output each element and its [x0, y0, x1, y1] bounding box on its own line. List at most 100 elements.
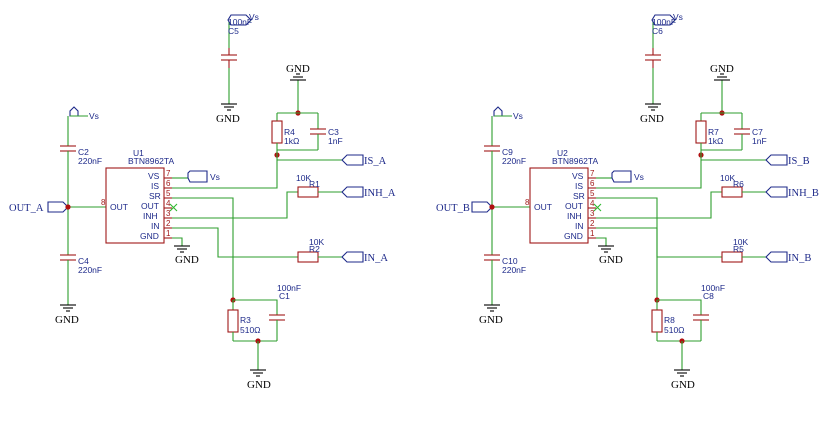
gnd-label-sr: GND — [247, 379, 271, 391]
u1-pin-sr: SR — [149, 191, 161, 201]
u2-pin-is: IS — [575, 181, 583, 191]
c10-capacitor[interactable] — [484, 254, 500, 305]
pin-3-num: 3 — [166, 209, 171, 218]
pin-6-num: 6 — [166, 179, 171, 188]
c2-ref: C2 — [78, 147, 89, 157]
c2-value: 220nF — [78, 156, 102, 166]
gnd-label-c5: GND — [216, 113, 240, 125]
gnd-label-sr: GND — [671, 379, 695, 391]
u2-pin-gnd: GND — [564, 231, 583, 241]
inh-port-label: INH_A — [364, 188, 396, 199]
in-net-port-icon[interactable] — [765, 251, 788, 263]
u2-pin-in: IN — [575, 221, 584, 231]
u2-pin-out: OUT — [565, 201, 583, 211]
u2-pin-out-left: OUT — [534, 202, 552, 212]
r1-ref: R1 — [309, 179, 320, 189]
gnd-label-u1: GND — [175, 254, 199, 266]
r3-value: 510Ω — [240, 325, 261, 335]
out-port-label: OUT_B — [436, 203, 470, 214]
junction-dot — [65, 204, 71, 210]
pin-8-num: 8 — [525, 198, 530, 207]
vs-label-pin7: Vs — [210, 172, 220, 182]
inh-port-label: INH_B — [788, 188, 819, 199]
c4-capacitor[interactable] — [60, 254, 76, 305]
c8-ref: C8 — [703, 291, 714, 301]
c7-capacitor[interactable] — [734, 113, 750, 150]
ground-symbol-icon-top — [290, 73, 306, 81]
is-net-port-icon[interactable] — [765, 154, 788, 166]
u2-ref: U2 — [557, 148, 568, 158]
u1-pin-vs: VS — [148, 171, 160, 181]
ground-symbol-icon — [674, 369, 690, 377]
pin-1-num: 1 — [166, 229, 171, 238]
ground-symbol-icon — [174, 245, 190, 253]
pin-4-num: 4 — [590, 199, 595, 208]
c3-ref: C3 — [328, 127, 339, 137]
u1-pin-out-left: OUT — [110, 202, 128, 212]
r2-value: 10K — [309, 237, 324, 247]
out-port-label: OUT_A — [9, 203, 44, 214]
junction-dot — [489, 204, 495, 210]
u2-pin-inh: INH — [567, 211, 582, 221]
gnd-label-top: GND — [286, 63, 310, 75]
c8-capacitor[interactable] — [693, 314, 709, 341]
inh-net-port-icon[interactable] — [341, 186, 364, 198]
pin-4-num: 4 — [166, 199, 171, 208]
out-net-port-icon[interactable] — [471, 201, 493, 213]
pin-6-num: 6 — [590, 179, 595, 188]
u2-ic-body[interactable] — [529, 167, 589, 244]
c5-value: 100nF — [228, 17, 252, 27]
u1-part: BTN8962TA — [128, 156, 174, 166]
is-port-label: IS_B — [788, 156, 810, 167]
r4-resistor[interactable] — [271, 113, 283, 160]
pin-1-num: 1 — [590, 229, 595, 238]
in-net-port-icon[interactable] — [341, 251, 364, 263]
r6-ref: R6 — [733, 179, 744, 189]
in-port-label: IN_B — [788, 253, 811, 264]
c5-ref: C5 — [228, 26, 239, 36]
ground-symbol-icon — [60, 304, 76, 312]
vs-power-flag-icon — [493, 106, 503, 117]
vs-label-left: Vs — [513, 111, 523, 121]
r7-resistor[interactable] — [695, 113, 707, 160]
pin-2-num: 2 — [166, 219, 171, 228]
u1-pin-is: IS — [151, 181, 159, 191]
out-net-port-icon[interactable] — [47, 201, 69, 213]
r5-value: 10K — [733, 237, 748, 247]
r6-value: 10K — [720, 173, 735, 183]
gnd-label-u2: GND — [599, 254, 623, 266]
u2-part: BTN8962TA — [552, 156, 598, 166]
c6-value: 100nF — [652, 17, 676, 27]
u1-pin-inh: INH — [143, 211, 158, 221]
c1-capacitor[interactable] — [269, 314, 285, 341]
c7-ref: C7 — [752, 127, 763, 137]
r4-ref: R4 — [284, 127, 295, 137]
gnd-label-top: GND — [710, 63, 734, 75]
pin-5-num: 5 — [166, 189, 171, 198]
r8-resistor[interactable] — [651, 300, 663, 341]
u1-pin-out: OUT — [141, 201, 159, 211]
ground-symbol-icon — [484, 304, 500, 312]
vs-power-flag-icon — [611, 170, 632, 183]
c4-value: 220nF — [78, 265, 102, 275]
inh-net-port-icon[interactable] — [765, 186, 788, 198]
ground-symbol-icon-top — [714, 73, 730, 81]
r1-value: 10K — [296, 173, 311, 183]
c8-value: 100nF — [701, 283, 725, 293]
ground-symbol-icon — [221, 103, 237, 111]
r3-resistor[interactable] — [227, 300, 239, 341]
vs-label-pin7: Vs — [634, 172, 644, 182]
pin-2-num: 2 — [590, 219, 595, 228]
c3-capacitor[interactable] — [310, 113, 326, 150]
vs-label: Vs — [673, 12, 683, 22]
is-net-port-icon[interactable] — [341, 154, 364, 166]
u1-ic-body[interactable] — [105, 167, 165, 244]
c9-value: 220nF — [502, 156, 526, 166]
r8-ref: R8 — [664, 315, 675, 325]
c9-capacitor[interactable] — [484, 116, 500, 255]
u1-pin-in: IN — [151, 221, 160, 231]
c1-ref: C1 — [279, 291, 290, 301]
c2-capacitor[interactable] — [60, 116, 76, 255]
